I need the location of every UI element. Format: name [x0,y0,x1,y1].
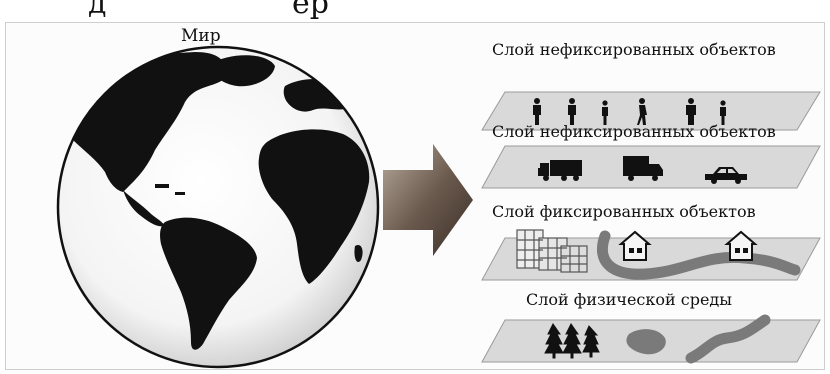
person-icon [686,98,696,125]
layer-plane-4 [481,314,821,364]
layer-title-4: Слой физической среды [526,290,733,309]
lake-icon [626,329,666,355]
truck-icon [538,160,582,181]
person-icon [602,100,608,125]
person-icon [720,100,726,125]
madagascar [354,244,363,263]
globe [56,45,380,369]
building-icon [516,229,588,273]
layer-plane-2 [481,145,821,189]
africa [258,129,370,284]
greenland [210,55,275,87]
layer-plane-3 [481,229,821,281]
house-icon [724,230,758,261]
world-label: Мир [181,26,221,46]
trees-icon [544,323,600,359]
road-icon [596,230,801,280]
car-icon [705,167,747,184]
van-icon [623,156,663,181]
house-icon [618,230,652,261]
world-layers-diagram: Мир Слой нефиксированных объектов Слой н… [5,22,825,370]
vehicle-icons [538,156,747,184]
south-america [160,217,257,350]
central-america [123,190,165,227]
layer-title-2: Слой нефиксированных объектов [492,122,776,141]
river-icon [685,314,771,364]
caribbean-islands [155,184,185,195]
layer-title-3: Слой фиксированных объектов [492,202,756,221]
europe [283,79,356,112]
arrow-icon [383,144,473,256]
person-walking-icon [637,98,647,125]
cropped-heading-left: д [88,0,107,21]
person-icon [568,98,576,125]
layer-plane-1 [481,91,821,131]
layer-title-1: Слой нефиксированных объектов [492,40,776,59]
cropped-heading-right: ер [292,0,329,21]
people-icons [533,98,726,125]
person-icon [533,98,541,125]
diagram-graphics [56,45,821,369]
cropped-heading: д ер [0,0,830,22]
